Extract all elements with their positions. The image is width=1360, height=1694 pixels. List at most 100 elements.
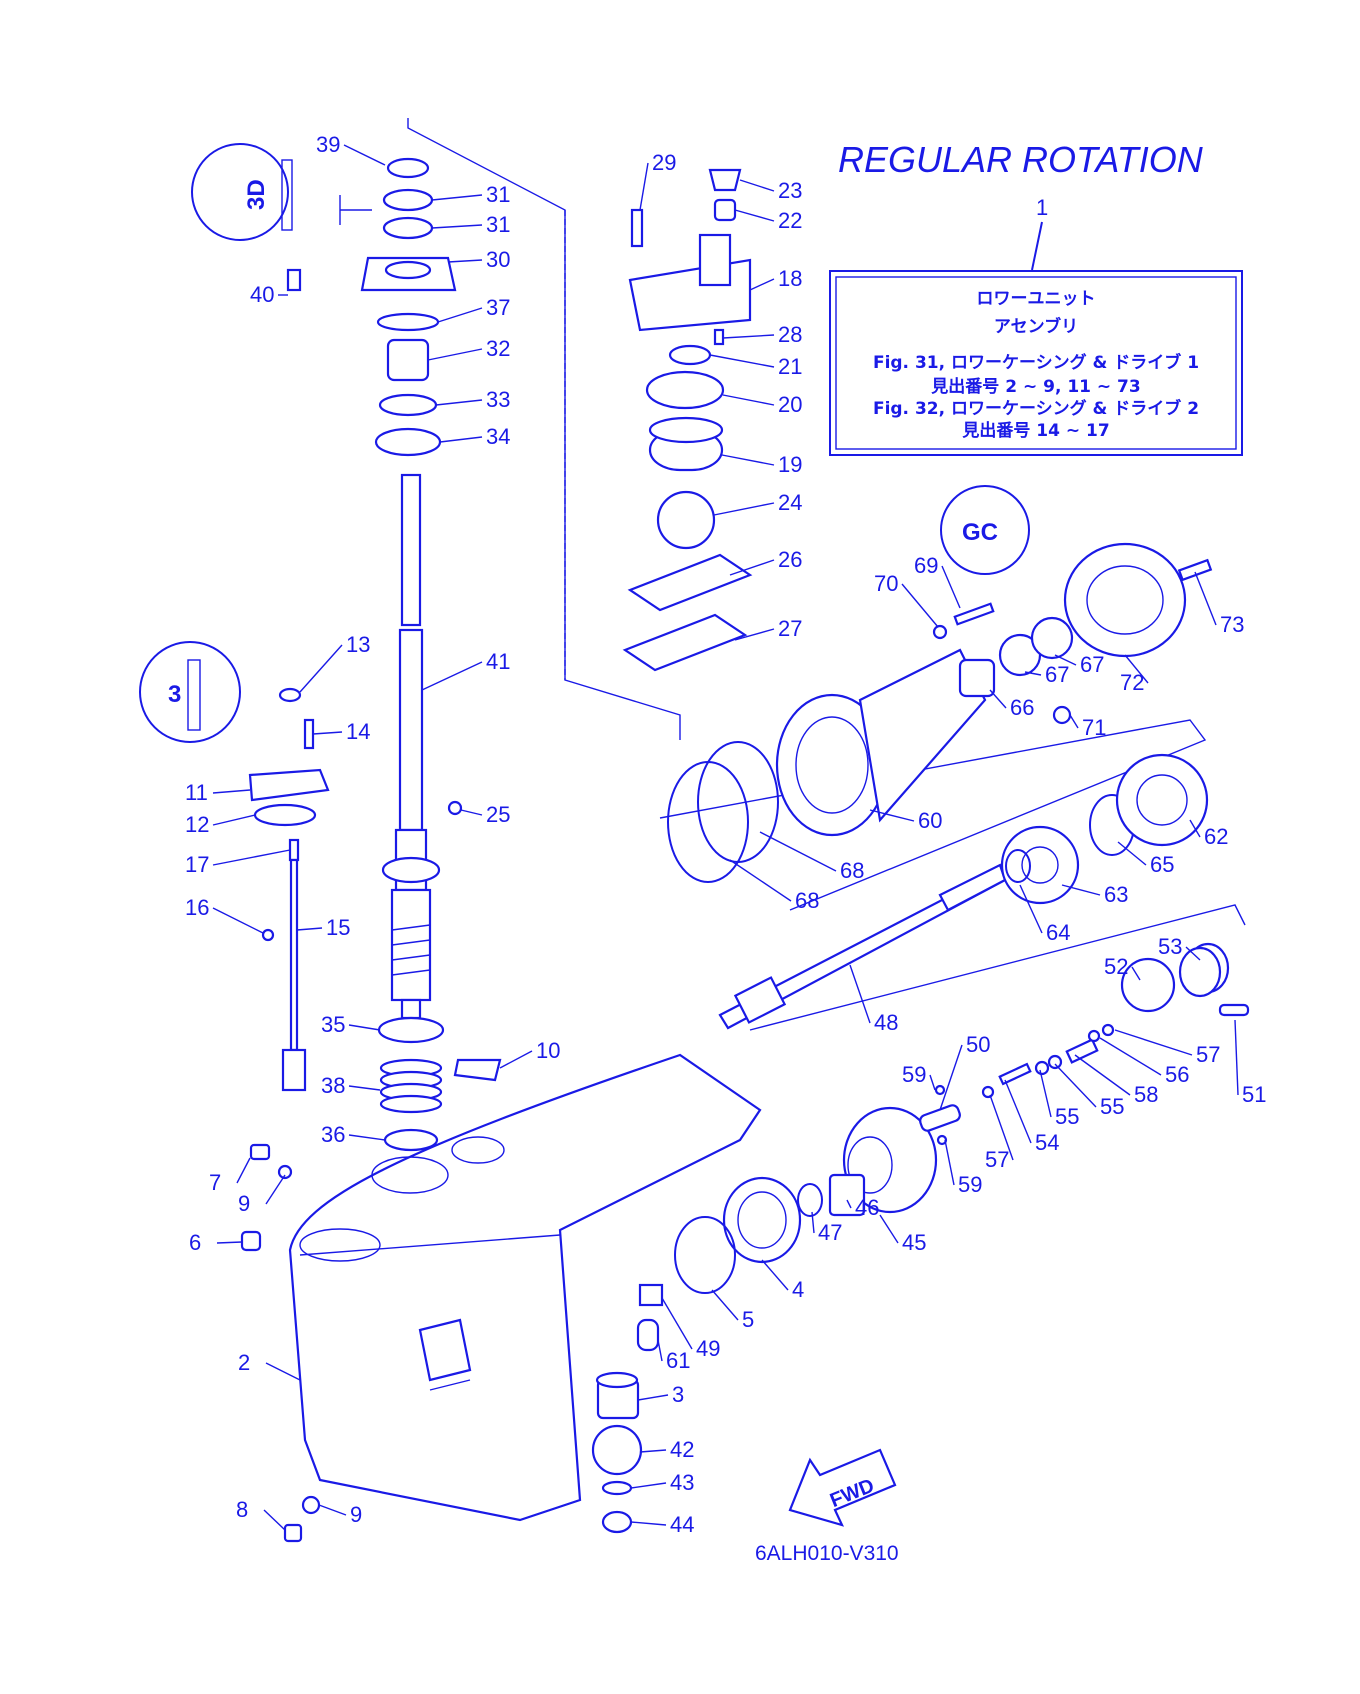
callout-14: 14	[346, 719, 370, 744]
callout-35: 35	[321, 1012, 345, 1037]
callout-23: 23	[778, 178, 802, 203]
washer-9b	[301, 1495, 321, 1515]
leader-line-69	[941, 565, 961, 609]
diagram-title: REGULAR ROTATION	[838, 139, 1204, 180]
grommet-23	[708, 168, 742, 192]
callout-40: 40	[250, 282, 274, 307]
callout-45: 45	[902, 1230, 926, 1255]
leader-line-32	[427, 348, 483, 361]
callout-15: 15	[326, 915, 350, 940]
callout-52: 52	[1104, 954, 1128, 979]
spring-57b	[1101, 1023, 1115, 1037]
lube-symbol-right: GC	[962, 519, 998, 546]
leader-line-2	[265, 1362, 301, 1381]
leader-line-8	[263, 1509, 286, 1531]
callout-21: 21	[778, 354, 802, 379]
leader-line-52	[1131, 966, 1141, 981]
forward-gear-63	[1000, 825, 1080, 905]
anode-72	[1063, 542, 1187, 658]
callout-28: 28	[778, 322, 802, 347]
leader-line-19	[721, 454, 775, 466]
o-ring-68a	[697, 741, 779, 863]
leader-line-51	[1234, 1019, 1239, 1096]
oil-seal-39	[386, 157, 430, 179]
callout-67: 67	[1080, 652, 1104, 677]
forward-arrow-icon: FWD	[788, 1448, 897, 1527]
o-ring-5	[674, 1216, 736, 1294]
leader-line-12	[212, 814, 256, 826]
gasket-20	[645, 370, 725, 410]
callout-27: 27	[778, 616, 802, 641]
callout-50: 50	[966, 1032, 990, 1057]
gasket-27	[622, 613, 748, 672]
leader-line-64	[1019, 884, 1043, 934]
leader-line-5	[711, 1289, 739, 1321]
callout-25: 25	[486, 802, 510, 827]
shim-64	[1005, 849, 1031, 883]
leader-line-65	[1117, 841, 1147, 866]
leader-line-36	[348, 1134, 386, 1141]
pump-housing-18	[628, 258, 752, 332]
callout-60: 60	[918, 808, 942, 833]
pinion-42	[591, 1424, 643, 1476]
assembly-ref-fig31-items: 見出番号 2 ~ 9, 11 ~ 73	[930, 376, 1140, 397]
bearing-66	[958, 658, 996, 698]
o-ring-37	[376, 312, 440, 332]
bushing-32	[386, 338, 430, 382]
callout-71: 71	[1082, 715, 1106, 740]
spring-17	[288, 838, 300, 862]
leader-line-17	[212, 849, 291, 866]
callout-59: 59	[958, 1172, 982, 1197]
callout-13: 13	[346, 632, 370, 657]
callout-31: 31	[486, 182, 510, 207]
callout-assembly: 1	[1036, 195, 1048, 220]
push-rod-54	[998, 1062, 1032, 1086]
drive-shaft	[381, 473, 441, 1020]
callout-12: 12	[185, 812, 209, 837]
leader-line-6	[216, 1241, 243, 1244]
callout-73: 73	[1220, 612, 1244, 637]
callout-19: 19	[778, 452, 802, 477]
callout-48: 48	[874, 1010, 898, 1035]
callout-36: 36	[321, 1122, 345, 1147]
leader-line-66	[989, 689, 1007, 709]
callout-44: 44	[670, 1512, 694, 1537]
leader-line-57	[1114, 1029, 1193, 1056]
callout-66: 66	[1010, 695, 1034, 720]
leader-line-15	[296, 927, 323, 931]
propeller-shaft-48	[718, 863, 1007, 1030]
leader-line-48	[849, 964, 871, 1024]
callout-30: 30	[486, 247, 510, 272]
leader-line-26	[729, 559, 775, 576]
diagram-code: 6ALH010-V310	[755, 1542, 899, 1565]
bearing-46	[828, 1173, 866, 1217]
callout-24: 24	[778, 490, 802, 515]
callout-67: 67	[1045, 662, 1069, 687]
lube-symbol-top: 3D	[243, 179, 270, 210]
leader-line-47	[811, 1211, 815, 1234]
callout-6: 6	[189, 1230, 201, 1255]
lube-symbol-mid: 3	[168, 681, 181, 708]
callout-9: 9	[350, 1502, 362, 1527]
leader-line-59	[929, 1074, 936, 1091]
assembly-name-line1: ロワーユニット	[977, 289, 1096, 309]
bolt-29	[630, 208, 644, 248]
o-ring-21	[668, 344, 712, 366]
outer-plate-26	[627, 553, 753, 612]
leader-line-28	[722, 334, 775, 339]
leader-line-67	[1024, 671, 1042, 676]
leader-line-7	[236, 1157, 251, 1184]
impeller-24	[656, 490, 716, 550]
callout-47: 47	[818, 1220, 842, 1245]
ball-55a	[1034, 1060, 1050, 1076]
clip-16	[261, 928, 275, 942]
assembly-name-line2: アセンブリ	[994, 316, 1078, 337]
prop-shaft-housing-60	[775, 648, 987, 837]
callout-8: 8	[236, 1497, 248, 1522]
callout-11: 11	[185, 780, 208, 805]
callout-39: 39	[316, 132, 340, 157]
leader-line-9	[318, 1504, 347, 1516]
leader-line-3	[637, 1394, 669, 1401]
leader-line-23	[739, 179, 775, 192]
callout-65: 65	[1150, 852, 1174, 877]
